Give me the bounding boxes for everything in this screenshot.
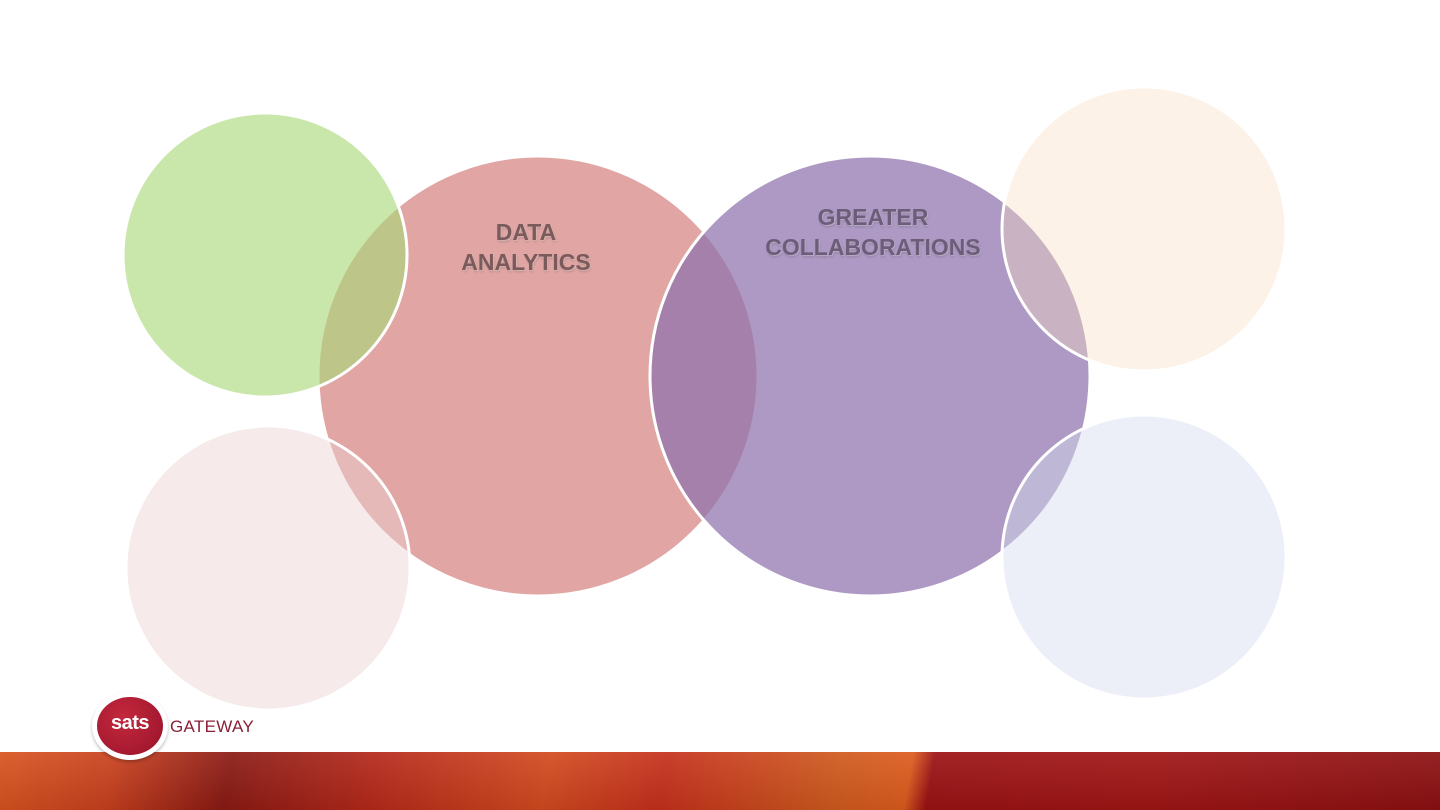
- footer-band: [0, 752, 1440, 810]
- label-data-analytics: DATA ANALYTICS: [461, 219, 591, 275]
- circle-satellite-top-left: [121, 111, 409, 399]
- circle-satellite-top-right: [1000, 85, 1288, 373]
- logo-gateway-text: GATEWAY: [170, 717, 254, 736]
- circle-satellite-bottom-right: [1000, 413, 1288, 701]
- circle-greater-collaborations: [648, 154, 1092, 598]
- logo-disc: [92, 692, 168, 760]
- circle-diagram: [121, 85, 1288, 712]
- sats-gateway-logo: sats GATEWAY: [90, 690, 290, 770]
- label-greater-collaborations: GREATER COLLABORATIONS: [765, 204, 981, 260]
- circle-satellite-bottom-left: [124, 424, 412, 712]
- logo-mark-text: sats: [110, 712, 150, 734]
- logo-disc-inner: [97, 697, 163, 755]
